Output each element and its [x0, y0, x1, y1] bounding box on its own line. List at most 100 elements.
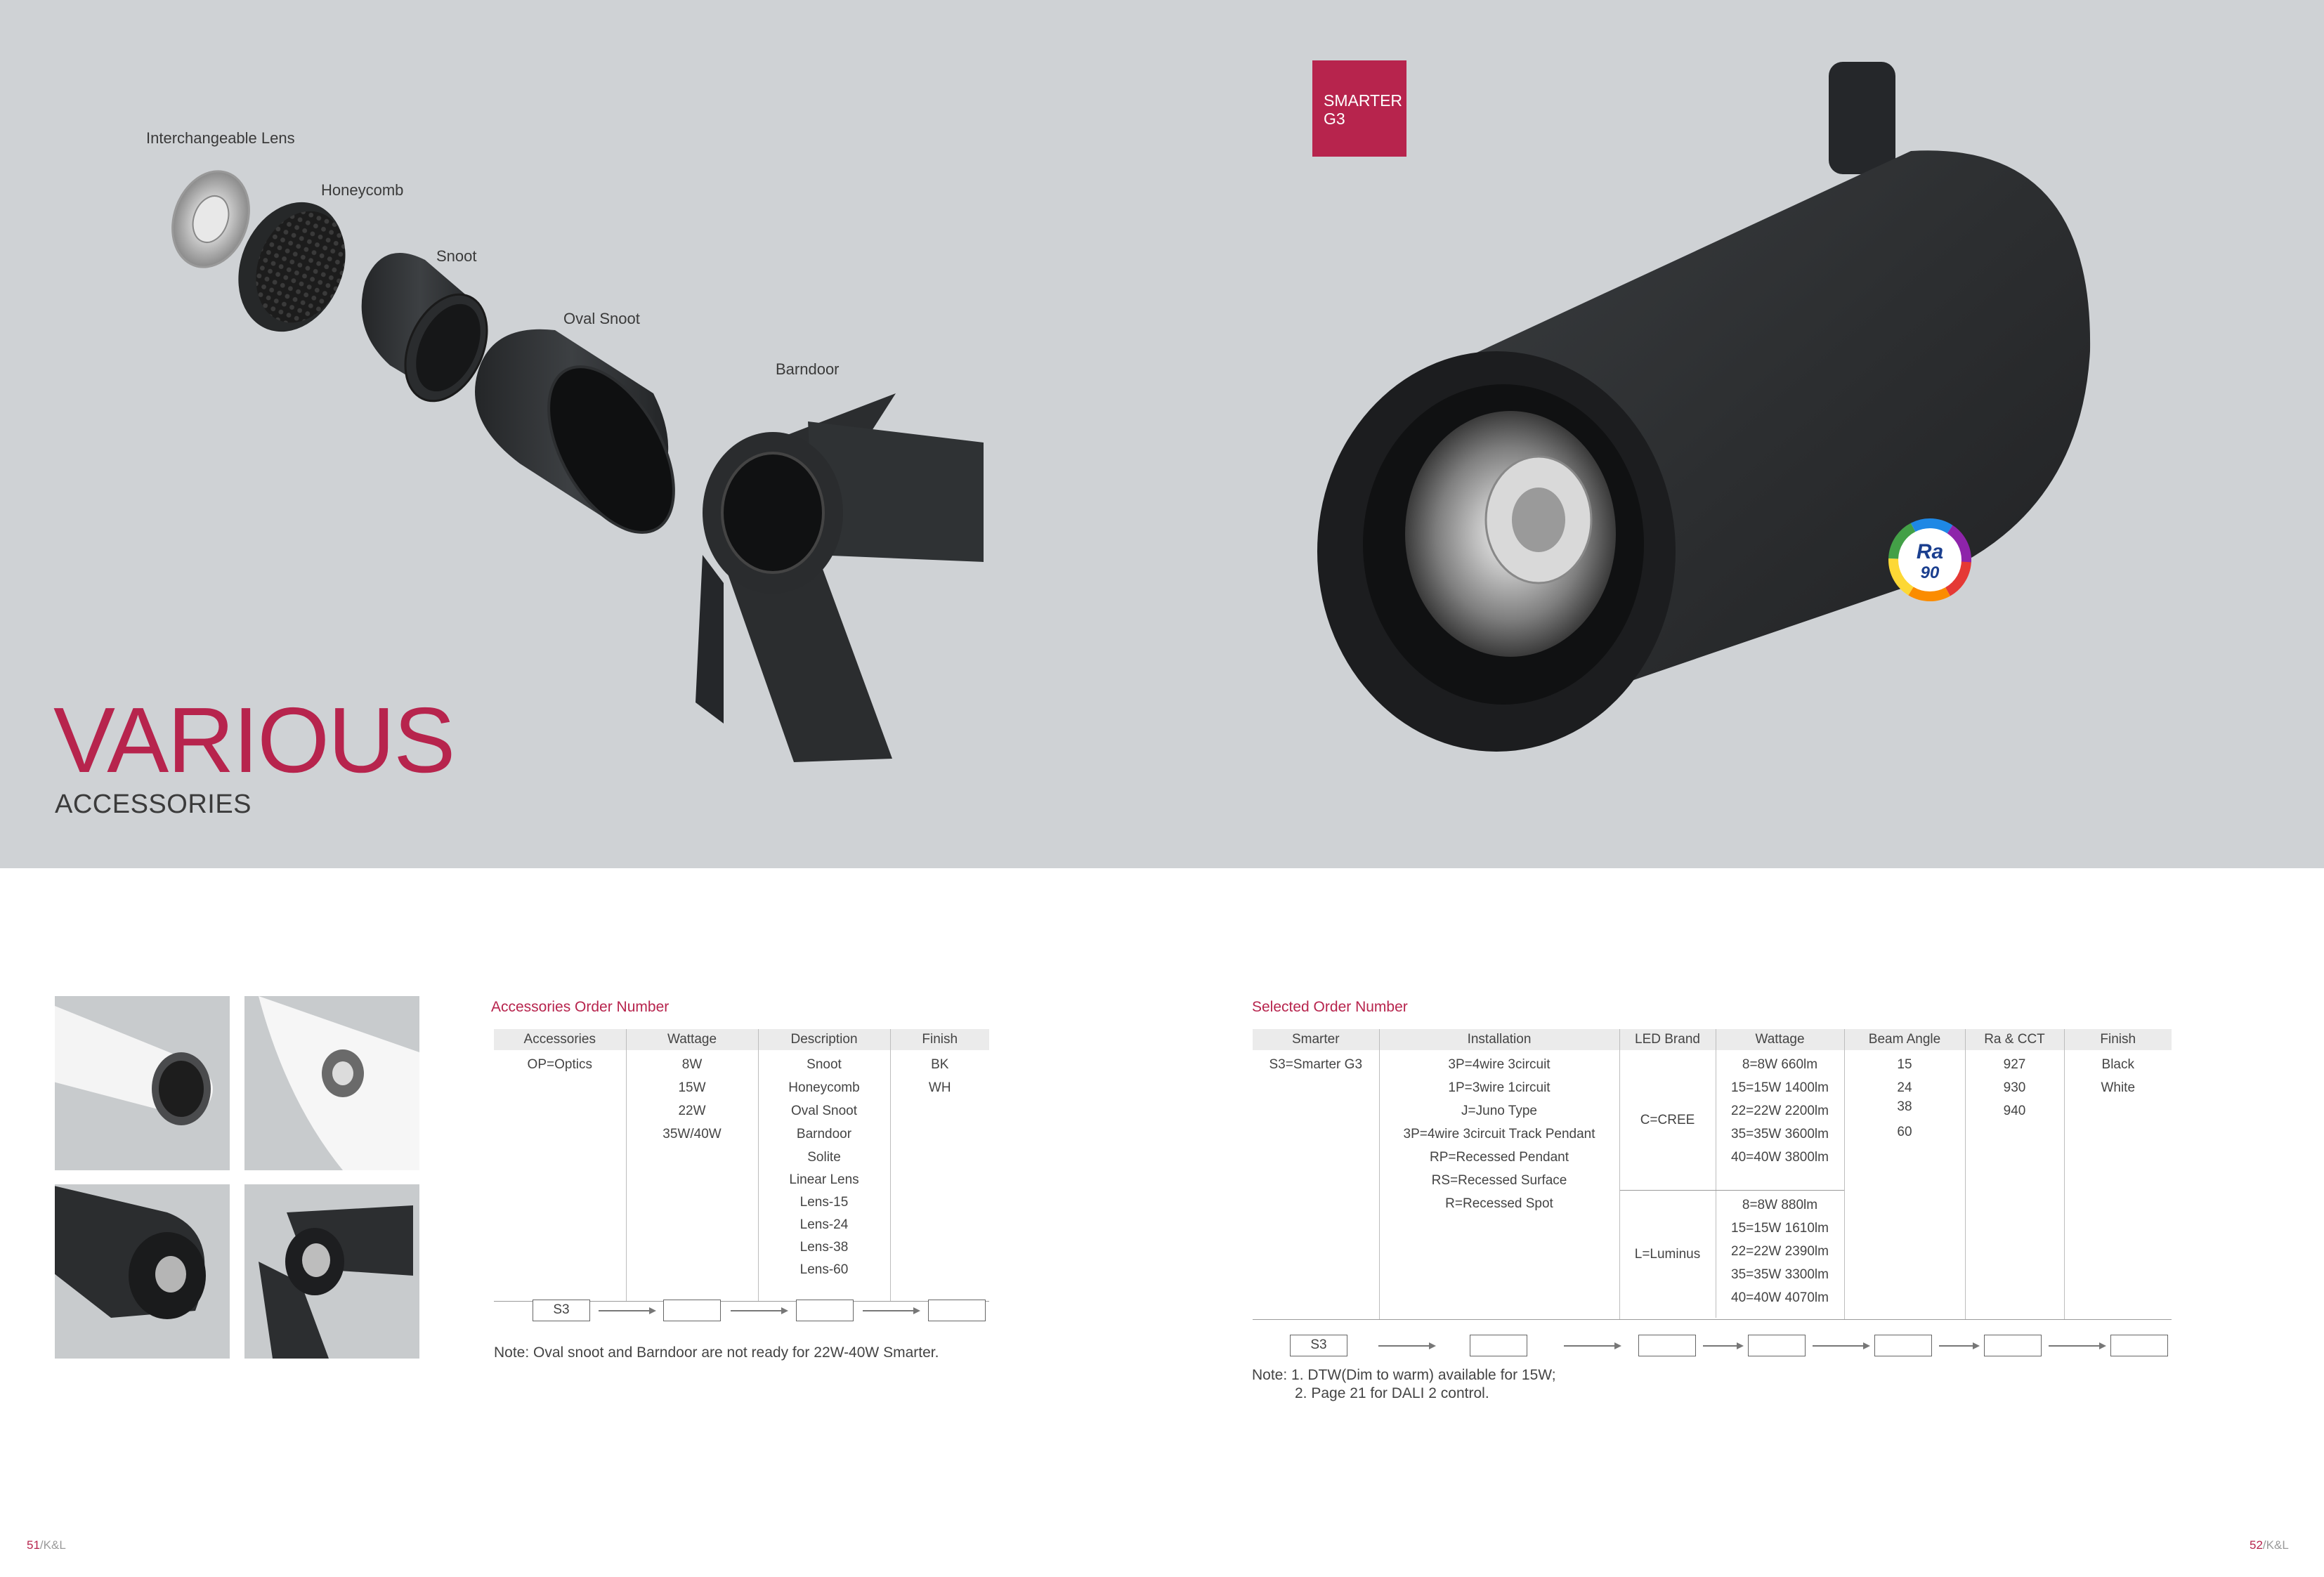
- order-code-box-led-brand[interactable]: [1638, 1335, 1696, 1356]
- finish-cell: BK WH: [889, 1050, 989, 1302]
- list-item: 35=35W 3300lm: [1731, 1267, 1829, 1282]
- list-item: Lens-38: [799, 1240, 849, 1255]
- oval-snoot-part: [475, 329, 675, 534]
- selected-note-line2: 2. Page 21 for DALI 2 control.: [1295, 1385, 1489, 1401]
- selected-order-table: Smarter Installation LED Brand Wattage B…: [1253, 1029, 2172, 1320]
- col-led-brand: LED Brand: [1619, 1029, 1716, 1050]
- brand-luminus: L=Luminus: [1620, 1191, 1716, 1318]
- list-item: Snoot: [807, 1057, 842, 1072]
- list-item: 35W/40W: [662, 1127, 722, 1141]
- order-code-box-installation[interactable]: [1470, 1335, 1527, 1356]
- accessories-table: Accessories Wattage Description Finish O…: [494, 1029, 989, 1302]
- list-item: 40=40W 3800lm: [1731, 1150, 1829, 1165]
- list-item: S3=Smarter G3: [1269, 1057, 1363, 1072]
- order-code-box-ra-cct[interactable]: [1984, 1335, 2042, 1356]
- list-item: 8W: [681, 1057, 703, 1072]
- label-snoot: Snoot: [436, 247, 477, 265]
- col-ra-cct: Ra & CCT: [1964, 1029, 2064, 1050]
- list-item: 930: [2003, 1080, 2026, 1095]
- list-item: 940: [2003, 1104, 2026, 1118]
- order-code-box-beam-angle[interactable]: [1874, 1335, 1932, 1356]
- list-item: White: [2101, 1080, 2136, 1095]
- list-item: R=Recessed Spot: [1445, 1196, 1553, 1211]
- finish-cell: Black White: [2063, 1050, 2172, 1320]
- list-item: 22W: [678, 1104, 706, 1118]
- thumb-snoot-black: [55, 1184, 230, 1359]
- col-wattage: Wattage: [625, 1029, 758, 1050]
- smarter-cell: S3=Smarter G3: [1253, 1050, 1379, 1320]
- order-code-box-description[interactable]: [796, 1300, 854, 1321]
- label-oval-snoot: Oval Snoot: [563, 310, 640, 327]
- track-stem: [1829, 62, 1895, 174]
- wattage-luminus-list: 8=8W 880lm 15=15W 1610lm 22=22W 2390lm 3…: [1716, 1191, 1844, 1318]
- list-item: 1P=3wire 1circuit: [1448, 1080, 1551, 1095]
- col-installation: Installation: [1378, 1029, 1619, 1050]
- order-code-box-wattage[interactable]: [663, 1300, 721, 1321]
- col-accessories: Accessories: [494, 1029, 626, 1050]
- wattage-cell: 8W 15W 22W 35W/40W: [625, 1050, 758, 1302]
- selected-table-title: Selected Order Number: [1252, 999, 1408, 1015]
- arrow-icon: [863, 1307, 920, 1314]
- snoot-part: [361, 253, 488, 403]
- list-item: OP=Optics: [527, 1057, 592, 1072]
- arrow-icon: [1703, 1342, 1744, 1349]
- order-code-box-finish[interactable]: [928, 1300, 986, 1321]
- cree-group: C=CREE 8=8W 660lm 15=15W 1400lm 22=22W 2…: [1619, 1050, 1844, 1191]
- col-smarter: Smarter: [1253, 1029, 1379, 1050]
- arrow-icon: [731, 1307, 788, 1314]
- thumb-oval-snoot-white: [244, 996, 419, 1170]
- page-number: 51: [27, 1538, 40, 1552]
- ra-cct-cell: 927 930 940: [1964, 1050, 2064, 1320]
- page-number-left: 51/K&L: [27, 1538, 66, 1552]
- col-beam-angle: Beam Angle: [1843, 1029, 1965, 1050]
- accessories-cell: OP=Optics: [494, 1050, 626, 1302]
- list-item: 3P=4wire 3circuit: [1448, 1057, 1551, 1072]
- exploded-accessories-illustration: [171, 170, 984, 762]
- order-code-box-finish[interactable]: [2110, 1335, 2168, 1356]
- list-item: Black: [2101, 1057, 2134, 1072]
- col-finish: Finish: [889, 1029, 989, 1050]
- order-code-box-wattage[interactable]: [1748, 1335, 1806, 1356]
- list-item: Lens-60: [799, 1262, 849, 1277]
- brand-wattage-cell: C=CREE 8=8W 660lm 15=15W 1400lm 22=22W 2…: [1619, 1050, 1844, 1320]
- arrow-icon: [2049, 1342, 2106, 1349]
- ra-value: 90: [1921, 563, 1940, 582]
- list-item: 24: [1897, 1080, 1912, 1095]
- selected-note-line1: Note: 1. DTW(Dim to warm) available for …: [1252, 1367, 1556, 1383]
- list-item: 8=8W 880lm: [1742, 1198, 1818, 1212]
- arrow-icon: [1564, 1342, 1621, 1349]
- ra-label: Ra: [1917, 540, 1943, 563]
- list-item: Solite: [807, 1150, 841, 1165]
- brand-mark: /K&L: [2262, 1538, 2289, 1552]
- col-finish: Finish: [2063, 1029, 2172, 1050]
- page-subtitle: ACCESSORIES: [55, 790, 252, 819]
- accessories-note: Note: Oval snoot and Barndoor are not re…: [494, 1344, 939, 1361]
- page-number-right: 52/K&L: [2250, 1538, 2289, 1552]
- installation-cell: 3P=4wire 3circuit 1P=3wire 1circuit J=Ju…: [1378, 1050, 1619, 1320]
- thumb-honeycomb-white: [55, 996, 230, 1170]
- page-title: VARIOUS: [53, 688, 455, 792]
- list-item: 15: [1897, 1057, 1912, 1072]
- badge-line1: SMARTER: [1324, 91, 1403, 110]
- brand-mark: /K&L: [39, 1538, 66, 1552]
- label-barndoor: Barndoor: [776, 360, 840, 378]
- list-item: 3P=4wire 3circuit Track Pendant: [1403, 1127, 1595, 1141]
- luminus-group: L=Luminus 8=8W 880lm 15=15W 1610lm 22=22…: [1620, 1191, 1844, 1318]
- list-item: 15W: [678, 1080, 706, 1095]
- barndoor-part: [696, 393, 984, 762]
- list-item: Honeycomb: [788, 1080, 860, 1095]
- description-cell: Snoot Honeycomb Oval Snoot Barndoor Soli…: [757, 1050, 890, 1302]
- list-item: RS=Recessed Surface: [1431, 1173, 1567, 1188]
- brand-cree: C=CREE: [1620, 1050, 1716, 1190]
- list-item: 60: [1897, 1125, 1912, 1139]
- list-item: Lens-24: [799, 1217, 849, 1232]
- list-item: 35=35W 3600lm: [1731, 1127, 1829, 1141]
- list-item: BK: [931, 1057, 949, 1072]
- honeycomb-part: [238, 202, 346, 332]
- list-item: Lens-15: [799, 1195, 849, 1210]
- list-item: 22=22W 2200lm: [1731, 1104, 1829, 1118]
- list-item: 8=8W 660lm: [1742, 1057, 1818, 1072]
- order-prefix-box: S3: [533, 1300, 590, 1321]
- col-description: Description: [757, 1029, 890, 1050]
- col-wattage: Wattage: [1715, 1029, 1844, 1050]
